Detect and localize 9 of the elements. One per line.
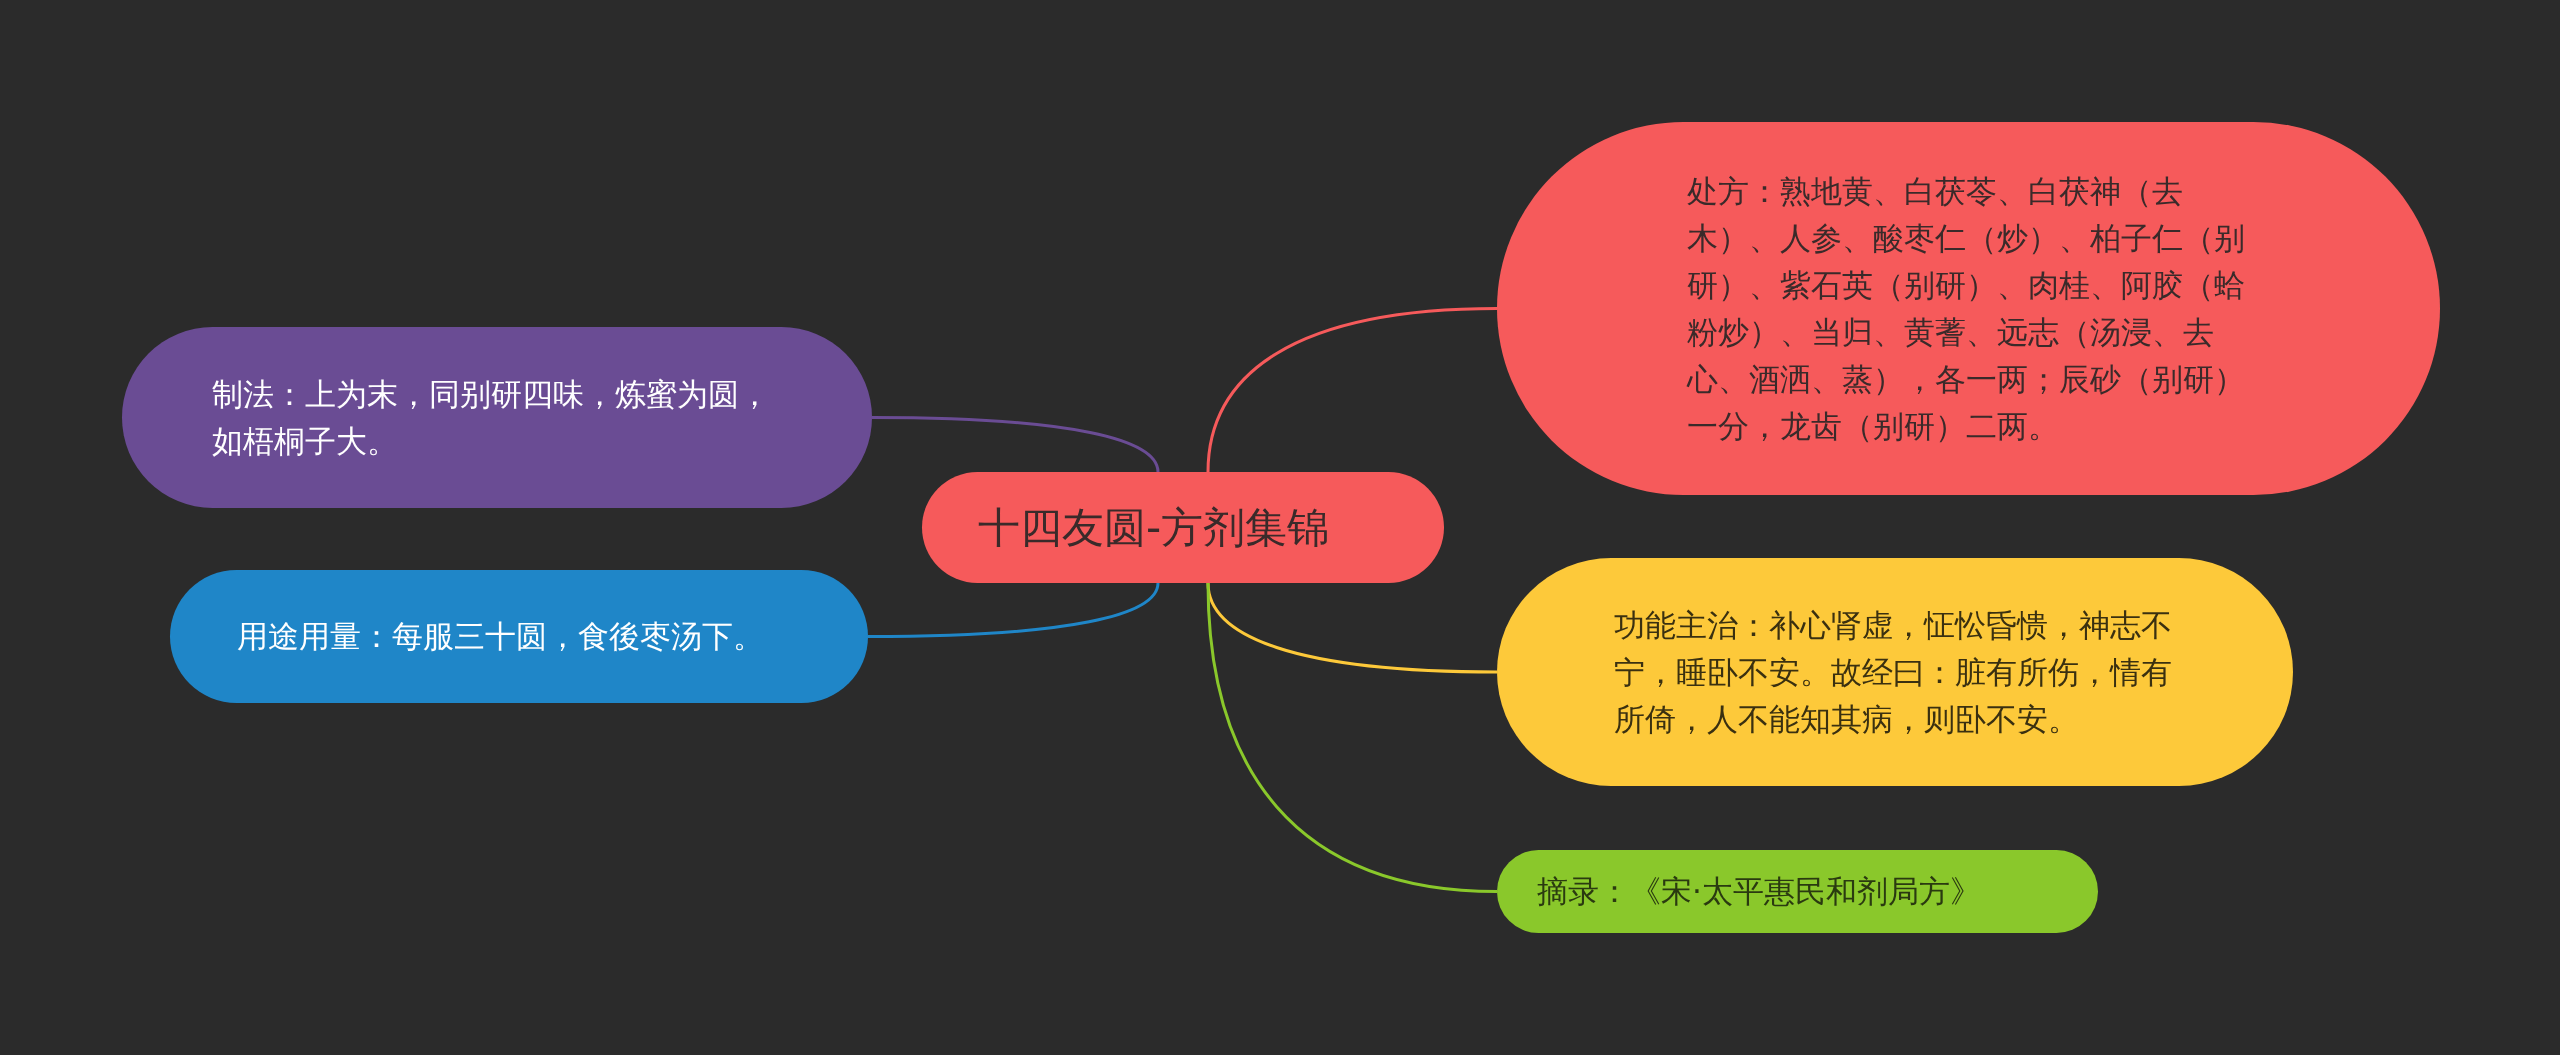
- topic-text: 处方：熟地黄、白茯苓、白茯神（去木）、人参、酸枣仁（炒）、柏子仁（别研）、紫石英（别研）、肉桂、阿胶（蛤粉炒）、当归、黄蓍、远志（汤浸、去心、酒洒、蒸），各一两；辰砂（别研）一分，龙齿（别研）二两。: [1687, 171, 2246, 446]
- topic-text: 制法：上为末，同别研四味，炼蜜为圆，如梧桐子大。: [212, 374, 771, 461]
- connector-line: [872, 416, 1160, 473]
- topic-text: 用途用量：每服三十圆，食後枣汤下。: [237, 617, 765, 656]
- title-text: 十四友圆-方剂集锦: [978, 501, 1331, 554]
- connector-line: [1206, 307, 1498, 473]
- connector-line: [868, 582, 1160, 638]
- topic-text: 功能主治：补心肾虚，怔忪昏愦，神志不宁，睡卧不安。故经曰：脏有所伤，情有所倚，人不能知其病，则卧不安。: [1614, 605, 2173, 739]
- topic-text: 摘录：《宋·太平惠民和剂局方》: [1537, 872, 1982, 911]
